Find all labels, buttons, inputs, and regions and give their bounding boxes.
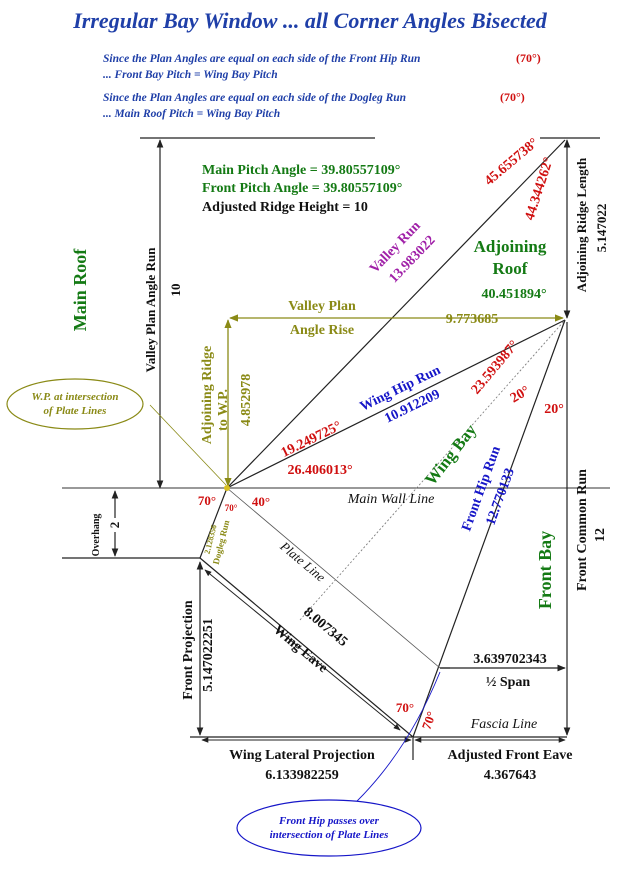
adjoining-ridge-length-label: Adjoining Ridge Length xyxy=(574,157,589,292)
front-hip-note-line-2: intersection of Plate Lines xyxy=(270,829,389,841)
wp-callout xyxy=(6,378,227,486)
front-hip-callout xyxy=(236,671,441,857)
adjoining-ridge-wp-value: 4.852978 xyxy=(239,374,254,427)
valley-plan-value: 9.773685 xyxy=(446,312,499,327)
adjoining-roof-line-2: Roof xyxy=(493,259,528,278)
front-common-run-value: 12 xyxy=(593,528,608,542)
angle-45: 45.655738° xyxy=(482,136,542,189)
note-line-4: ... Main Roof Pitch = Wing Bay Pitch xyxy=(103,108,280,120)
wing-bay-label: Wing Bay xyxy=(421,420,481,489)
angle-70d: 70° xyxy=(419,709,439,731)
front-projection-label: Front Projection xyxy=(181,600,196,700)
wing-lateral-projection-value: 6.133982259 xyxy=(265,768,339,783)
main-pitch-label: Main Pitch Angle = 39.80557109° xyxy=(202,163,400,178)
adjoining-ridge-wp-line-1: Adjoining Ridge xyxy=(200,346,215,444)
wing-lateral-projection-label: Wing Lateral Projection xyxy=(229,748,375,763)
wp-point xyxy=(224,485,230,491)
adjoining-roof-angle: 40.451894° xyxy=(481,287,546,302)
adjoining-ridge-length-value: 5.147022 xyxy=(594,204,609,253)
valley-plan-line-1: Valley Plan xyxy=(288,299,356,314)
plate-lines xyxy=(226,319,566,669)
overhang-label: Overhang xyxy=(91,514,102,557)
main-wall-line-label: Main Wall Line xyxy=(347,492,435,507)
note-line-2: ... Front Bay Pitch = Wing Bay Pitch xyxy=(103,69,278,81)
valley-plan-lines xyxy=(224,314,564,487)
note-line-1: Since the Plan Angles are equal on each … xyxy=(103,53,420,65)
front-projection-value: 5.147022251 xyxy=(201,618,216,692)
structure-lines xyxy=(62,137,610,760)
page-title: Irregular Bay Window ... all Corner Angl… xyxy=(72,8,547,33)
angle-23: 23.593987° xyxy=(469,338,522,398)
angle-20b: 20° xyxy=(544,402,564,417)
front-bay-label: Front Bay xyxy=(535,531,555,609)
half-span-value: 3.639702343 xyxy=(473,652,547,667)
front-hip-note-line-1: Front Hip passes over xyxy=(278,815,380,827)
valley-plan-angle-run-label: Valley Plan Angle Run xyxy=(143,247,158,373)
angle-44: 44.344262° xyxy=(522,156,556,223)
front-common-run-label: Front Common Run xyxy=(575,469,590,591)
wing-eave-value: 8.007345 xyxy=(300,605,350,650)
adjusted-front-eave-value: 4.367643 xyxy=(484,768,537,783)
wp-note-line-1: W.P. at intersection xyxy=(32,391,119,403)
angle-70c: 70° xyxy=(396,700,414,715)
ridge-height-label: Adjusted Ridge Height = 10 xyxy=(202,200,368,215)
valley-plan-line-2: Angle Rise xyxy=(290,323,354,338)
overhang-value: 2 xyxy=(107,522,122,529)
valley-plan-angle-run-value: 10 xyxy=(168,284,183,297)
wp-note-line-2: of Plate Lines xyxy=(44,405,107,417)
angle-26: 26.406013° xyxy=(287,463,352,478)
angle-70a: 70° xyxy=(198,493,216,508)
front-pitch-label: Front Pitch Angle = 39.80557109° xyxy=(202,181,402,196)
fascia-line-label: Fascia Line xyxy=(470,717,538,732)
note-angle-1: (70°) xyxy=(516,51,541,65)
adjoining-ridge-wp-line-2: to W.P. xyxy=(216,389,231,431)
half-span-label: ½ Span xyxy=(486,675,531,690)
note-line-3: Since the Plan Angles are equal on each … xyxy=(103,92,406,104)
note-angle-3: (70°) xyxy=(500,90,525,104)
angle-40: 40° xyxy=(252,494,270,509)
adjusted-front-eave-label: Adjusted Front Eave xyxy=(448,748,573,763)
angle-20a: 20° xyxy=(508,384,532,407)
angle-70b: 70° xyxy=(225,503,238,513)
adjoining-roof-line-1: Adjoining xyxy=(474,237,547,256)
main-roof-label: Main Roof xyxy=(70,248,90,332)
plate-line-label: Plate Line xyxy=(277,538,329,585)
